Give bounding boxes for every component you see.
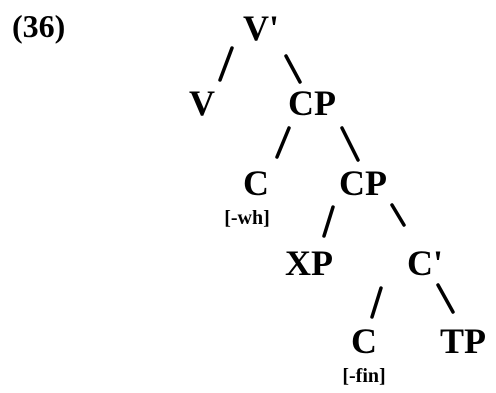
node-v-bar: V' — [243, 8, 279, 48]
node-xp: XP — [285, 243, 333, 283]
edge-cp1-c1 — [275, 126, 291, 159]
edge-cp1-cp2 — [340, 126, 360, 162]
example-number: (36) — [12, 8, 66, 44]
node-v: V — [189, 83, 215, 123]
node-cp2: CP — [339, 163, 387, 203]
node-tp: TP — [439, 321, 487, 361]
edge-vbar-v — [218, 46, 234, 82]
edge-cbar-tp — [436, 283, 455, 314]
node-cp1: CP — [288, 83, 336, 123]
node-c1: C — [243, 163, 269, 203]
edge-cp2-xp — [322, 205, 335, 238]
edge-cp2-cbar — [390, 203, 406, 227]
feature-c1: [-wh] — [224, 207, 270, 229]
edge-vbar-cp1 — [284, 54, 302, 84]
node-c-bar: C' — [407, 243, 443, 283]
edge-cbar-c2 — [370, 286, 383, 319]
feature-c2: [-fin] — [342, 365, 386, 387]
node-c2: C — [351, 321, 377, 361]
